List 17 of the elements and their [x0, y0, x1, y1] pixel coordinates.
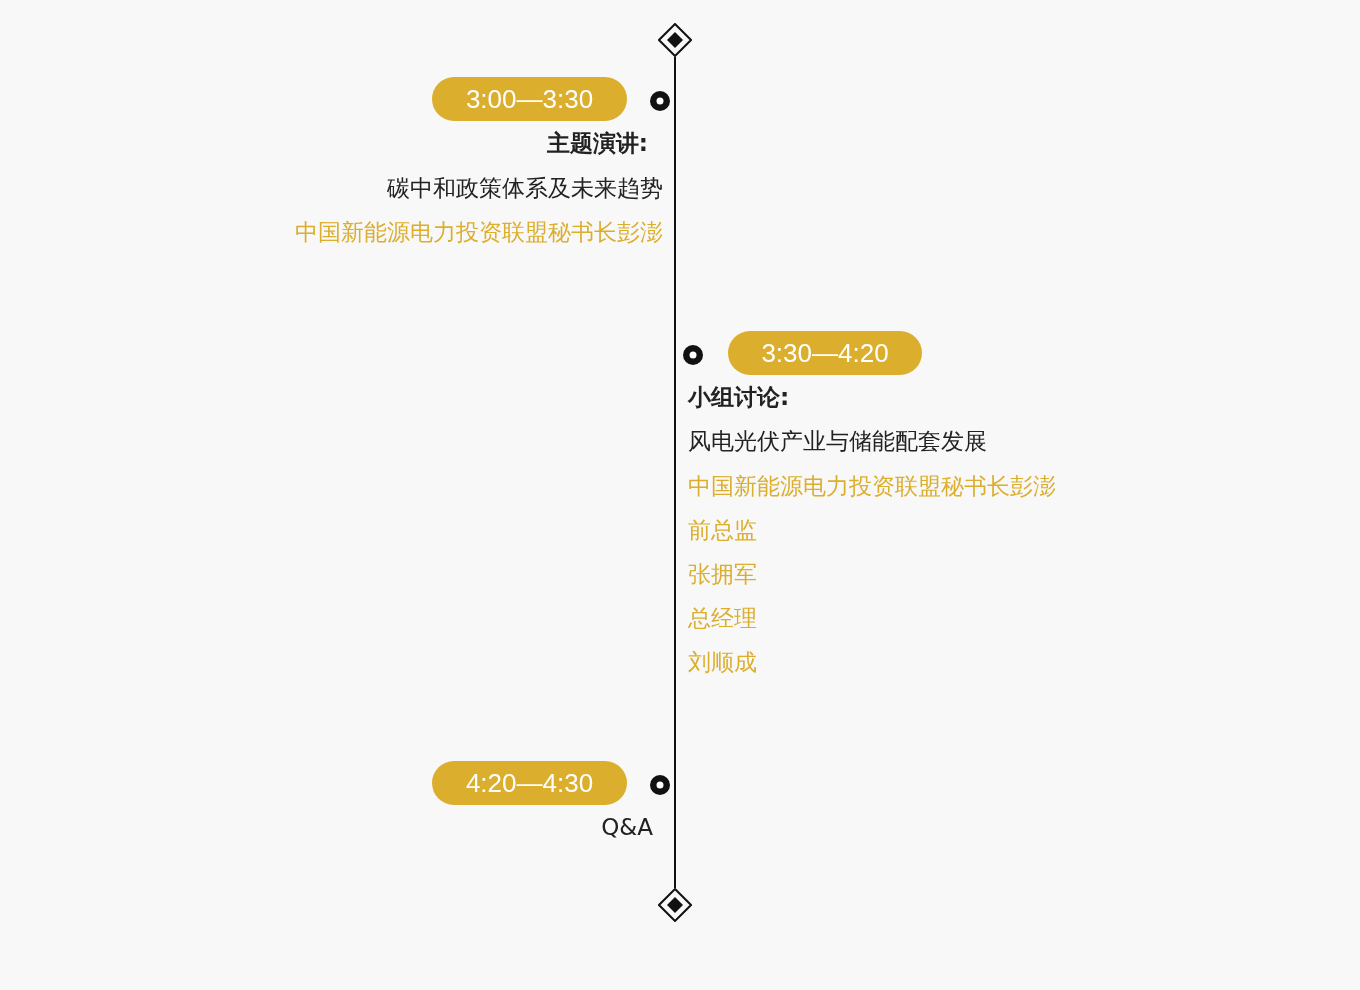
speaker-text: 中国新能源电力投资联盟秘书长彭澎	[688, 472, 1056, 501]
diamond-marker	[658, 23, 692, 57]
topic-text: Q&A	[601, 813, 653, 842]
timeline-line	[674, 56, 676, 889]
speaker-text: 刘顺成	[688, 648, 757, 677]
time-pill: 4:20—4:30	[432, 761, 627, 805]
topic-text: 风电光伏产业与储能配套发展	[688, 427, 987, 456]
diamond-marker	[658, 888, 692, 922]
speaker-text: 总经理	[688, 604, 757, 633]
speaker-text: 前总监	[688, 516, 757, 545]
topic-text: 碳中和政策体系及未来趋势	[387, 174, 663, 203]
session-title: 主题演讲:	[546, 129, 648, 158]
speaker-text: 中国新能源电力投资联盟秘书长彭澎	[295, 218, 663, 247]
time-pill: 3:30—4:20	[728, 331, 922, 375]
time-pill: 3:00—3:30	[432, 77, 627, 121]
speaker-text: 张拥军	[688, 560, 757, 589]
session-title: 小组讨论:	[688, 383, 790, 412]
